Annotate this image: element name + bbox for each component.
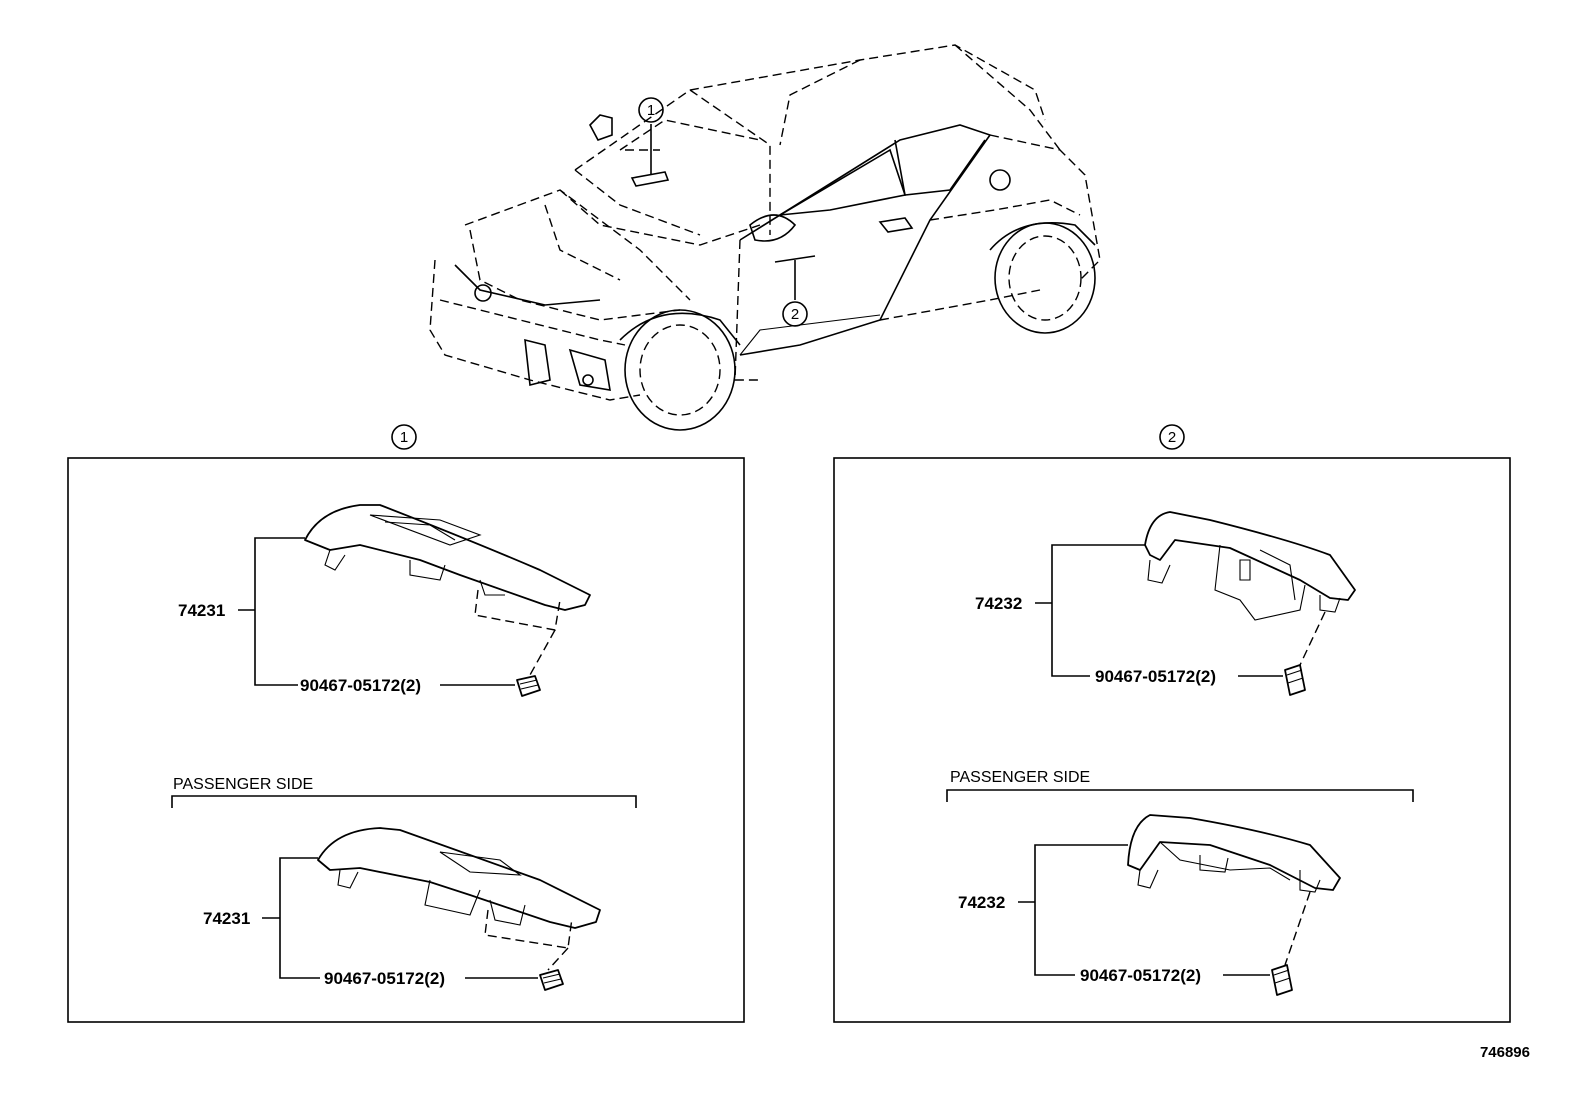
screw-number-lower-left: 90467-05172(2) <box>324 969 445 988</box>
svg-text:2: 2 <box>1168 429 1176 446</box>
passenger-side-bracket-right <box>946 789 1414 802</box>
screw-upper-left <box>516 675 541 697</box>
illustration-id: 746896 <box>1480 1044 1530 1061</box>
screw-number-upper-left: 90467-05172(2) <box>300 676 421 695</box>
part-number-74231-lower: 74231 <box>203 909 250 928</box>
leader-74231-lower <box>279 857 320 979</box>
panel-left-callout: 1 <box>391 424 417 450</box>
screw-number-lower-right: 90467-05172(2) <box>1080 966 1201 985</box>
passenger-side-bracket-left <box>171 795 637 808</box>
part-74231-upper-drawing <box>304 504 591 676</box>
panel-right-frame <box>833 457 1511 1023</box>
part-number-74231-upper: 74231 <box>178 601 225 620</box>
car-illustration <box>429 44 1101 431</box>
screw-lower-left <box>539 969 564 991</box>
passenger-side-label-right: PASSENGER SIDE <box>950 769 1090 786</box>
svg-text:2: 2 <box>791 306 799 323</box>
callout-2: 2 <box>782 301 808 327</box>
panel-left-frame <box>67 457 745 1023</box>
screw-upper-right <box>1284 664 1306 696</box>
part-74232-lower-drawing <box>1127 814 1341 966</box>
part-number-74232-lower: 74232 <box>958 893 1005 912</box>
callout-1: 1 <box>638 97 664 123</box>
part-74231-lower-drawing <box>317 827 601 971</box>
screw-number-upper-right: 90467-05172(2) <box>1095 667 1216 686</box>
svg-text:1: 1 <box>647 102 655 119</box>
screw-lower-right <box>1271 964 1293 996</box>
leader-74231-upper <box>254 537 305 686</box>
leader-74232-upper <box>1051 544 1145 677</box>
part-74232-upper-drawing <box>1144 511 1356 666</box>
passenger-side-label-left: PASSENGER SIDE <box>173 776 313 793</box>
panel-right-callout: 2 <box>1159 424 1185 450</box>
svg-text:1: 1 <box>400 429 408 446</box>
part-number-74232-upper: 74232 <box>975 594 1022 613</box>
leader-74232-lower <box>1034 844 1128 976</box>
